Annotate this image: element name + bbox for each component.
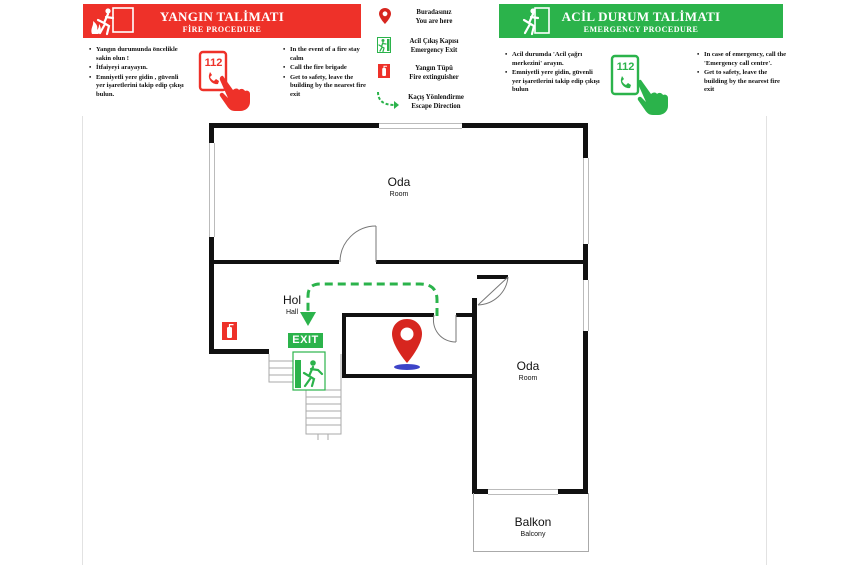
wall-left-upper <box>209 123 214 143</box>
emergency-phone-number: 112 <box>616 61 635 73</box>
running-fire-icon <box>89 6 137 36</box>
fire-bullet-en-1: In the event of a fire stay calm <box>283 46 370 63</box>
wall-room2-bottom-left <box>472 489 488 494</box>
door-closet <box>432 314 457 343</box>
emergency-procedure-banner: ACİL DURUM TALİMATI EMERGENCY PROCEDURE <box>499 4 783 38</box>
legend-fire-extinguisher: Yangın Tüpü Fire extinguisher <box>394 65 474 82</box>
wall-closet-right-stub <box>456 313 476 317</box>
location-pin-icon <box>379 8 391 24</box>
window-right-lower <box>583 280 589 331</box>
fire-bullet-en-2: Call the fire brigade <box>283 64 370 73</box>
room-label-oda-right-en: Room <box>518 375 538 382</box>
window-top <box>379 123 462 129</box>
stairs <box>268 354 342 440</box>
wall-room1-bottom-left <box>209 260 339 264</box>
fire-bullet-en-3: Get to safety, leave the building by the… <box>283 74 370 100</box>
wall-closet-left <box>342 313 346 378</box>
fire-phone-number: 112 <box>204 57 223 69</box>
fire-procedure-banner: YANGIN TALİMATI FİRE PROCEDURE <box>83 4 361 38</box>
fire-bullet-tr-1: Yangın durumunda öncelikle sakin olun ! <box>89 46 188 63</box>
fire-procedure-panel: YANGIN TALİMATI FİRE PROCEDURE Yangın du… <box>83 4 366 112</box>
legend-fire-extinguisher-tr: Yangın Tüpü <box>415 65 453 72</box>
legend-you-are-here-tr: Buradasınız <box>416 9 452 16</box>
legend-you-are-here-en: You are here <box>415 17 453 25</box>
door-room1 <box>339 225 377 263</box>
room-label-balcony-en: Balcony <box>520 531 546 538</box>
wall-right-lower <box>583 331 588 493</box>
room-label-oda-top: Oda Room <box>368 173 430 198</box>
room-label-balcony: Balkon Balcony <box>498 513 568 538</box>
emergency-bullet-en-2: Get to safety, leave the building by the… <box>697 69 790 95</box>
exit-running-person-icon <box>292 351 326 391</box>
wall-right-upper <box>583 123 588 158</box>
window-balcony-door <box>488 489 558 495</box>
emergency-bullets-english: In case of emergency, call the 'Emergenc… <box>695 51 790 96</box>
wall-room2-left <box>472 298 477 493</box>
emergency-exit-icon <box>377 37 391 53</box>
fire-bullet-tr-2: İtfaiyeyi arayayın. <box>89 64 188 73</box>
emergency-procedure-panel: ACİL DURUM TALİMATI EMERGENCY PROCEDURE … <box>499 4 786 116</box>
room-label-oda-top-tr: Oda <box>387 175 411 189</box>
room-label-oda-top-en: Room <box>389 191 409 198</box>
legend-emergency-exit-en: Emergency Exit <box>410 46 458 54</box>
emergency-bullets-turkish: Acil durumda 'Acil çağrı merkezini' aray… <box>503 51 600 96</box>
door-room2 <box>477 276 509 306</box>
wall-closet-bottom <box>342 374 476 378</box>
room-label-oda-right-tr: Oda <box>516 359 540 373</box>
you-are-here-marker <box>390 318 424 372</box>
legend-emergency-exit: Acil Çıkış Kapısı Emergency Exit <box>394 38 474 55</box>
emergency-bullet-en-1: In case of emergency, call the 'Emergenc… <box>697 51 790 68</box>
escape-direction-icon <box>375 90 401 110</box>
fire-procedure-title: YANGIN TALİMATI <box>159 9 285 24</box>
wall-room2-top <box>477 275 508 279</box>
exit-sign-label: EXIT <box>292 334 319 346</box>
legend-you-are-here: Buradasınız You are here <box>396 9 472 26</box>
room-label-hall-en: Hall <box>285 309 299 316</box>
emergency-bullet-tr-2: Emniyetli yere gidin, güvenli yer işaret… <box>505 69 600 95</box>
wall-bottom-left <box>209 349 269 354</box>
exit-sign: EXIT <box>288 333 323 348</box>
room-label-hall-tr: Hol <box>282 293 301 307</box>
emergency-call-112-graphic: 112 <box>609 54 673 116</box>
wall-top-left <box>209 123 379 128</box>
wall-room1-bottom-right <box>376 260 586 264</box>
emergency-procedure-subtitle: EMERGENCY PROCEDURE <box>583 25 699 34</box>
wall-top-right <box>462 123 588 128</box>
legend-escape-direction: Kaçış Yönlendirme Escape Direction <box>394 94 478 111</box>
legend-escape-direction-en: Escape Direction <box>411 102 461 110</box>
legend: Buradasınız You are here Acil Çıkış Kapı… <box>372 4 482 116</box>
balcony-outline <box>473 493 589 552</box>
room-label-balcony-tr: Balkon <box>514 515 552 529</box>
fire-bullets-english: In the event of a fire stay calm Call th… <box>281 46 370 101</box>
running-person-exit-icon <box>521 6 551 36</box>
emergency-procedure-title: ACİL DURUM TALİMATI <box>561 9 721 24</box>
emergency-bullet-tr-1: Acil durumda 'Acil çağrı merkezini' aray… <box>505 51 600 68</box>
fire-procedure-subtitle: FİRE PROCEDURE <box>182 25 262 34</box>
legend-escape-direction-tr: Kaçış Yönlendirme <box>408 94 464 101</box>
wall-room2-bottom-right <box>558 489 588 494</box>
legend-emergency-exit-tr: Acil Çıkış Kapısı <box>409 38 459 45</box>
fire-extinguisher-icon <box>222 322 237 340</box>
sheet-border-right <box>766 116 767 565</box>
window-right-upper <box>583 158 589 244</box>
escape-route-arrow <box>300 282 439 326</box>
wall-closet-top <box>342 313 434 317</box>
fire-bullet-tr-3: Emniyetli yere gidin , güvenli yer işare… <box>89 74 188 100</box>
fire-call-112-graphic: 112 <box>195 50 255 112</box>
room-label-hall: Hol Hall <box>272 291 312 316</box>
sheet-border-left <box>82 116 83 565</box>
fire-extinguisher-icon <box>378 64 390 78</box>
fire-bullets-turkish: Yangın durumunda öncelikle sakin olun ! … <box>87 46 188 101</box>
wall-left-lower <box>209 237 214 354</box>
room-label-oda-right: Oda Room <box>497 357 559 382</box>
window-left <box>209 143 215 237</box>
legend-fire-extinguisher-en: Fire extinguisher <box>409 73 459 81</box>
